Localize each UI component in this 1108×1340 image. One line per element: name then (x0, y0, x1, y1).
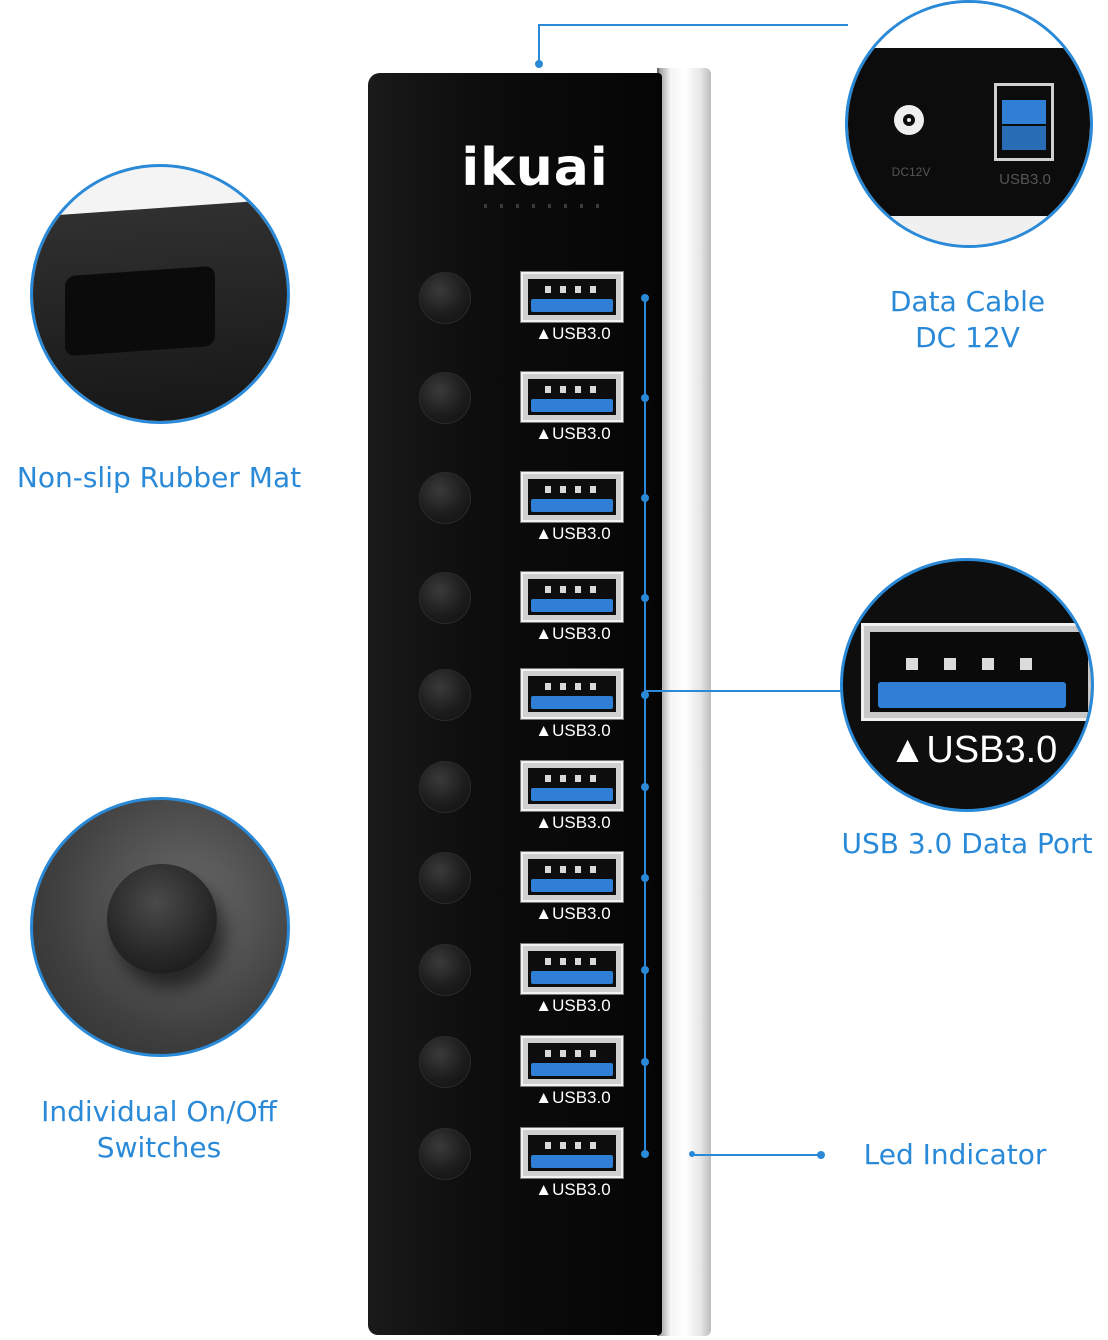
power-switch-7[interactable] (419, 852, 471, 904)
power-switch-1[interactable] (419, 272, 471, 324)
usb-b-port-icon (994, 83, 1054, 161)
indicator-dot-3 (641, 494, 649, 502)
usb-port-zoom-label: ▲USB3.0 (888, 729, 1058, 771)
port-indicator-line (644, 296, 646, 1156)
usb-port-connector (645, 690, 845, 692)
data-cable-connector-dot (535, 60, 543, 68)
usb-port-zoom: ▲USB3.0 (840, 558, 1094, 812)
indicator-dot-2 (641, 394, 649, 402)
usb-port-label-2: ▲USB3.0 (535, 424, 611, 443)
rubber-mat-zoom (30, 164, 290, 424)
usb-port-8[interactable] (521, 944, 623, 994)
usb-port-6[interactable] (521, 761, 623, 811)
usb-port-label-4: ▲USB3.0 (535, 624, 611, 643)
power-switch-4[interactable] (419, 572, 471, 624)
brand-logo: ikuai (461, 138, 609, 198)
rubber-mat-pad (65, 265, 215, 357)
usb-port-1[interactable] (521, 272, 623, 322)
data-cable-label: Data Cable (889, 285, 1046, 318)
power-switch-8[interactable] (419, 944, 471, 996)
brand-underline-dots (484, 204, 604, 208)
dc-12v-label: DC 12V (915, 321, 1020, 354)
usb-port-label-7: ▲USB3.0 (535, 904, 611, 923)
led-indicator-label: Led Indicator (863, 1138, 1047, 1171)
switches-label-line2: Switches (96, 1131, 222, 1164)
usb-port-label-1: ▲USB3.0 (535, 324, 611, 343)
led-connector (694, 1154, 822, 1156)
indicator-dot-4 (641, 594, 649, 602)
dc-jack-label: DC12V (891, 165, 931, 179)
indicator-dot-8 (641, 966, 649, 974)
switches-label-line1: Individual On/Off (41, 1095, 277, 1128)
indicator-dot-5 (641, 691, 649, 699)
indicator-dot-10 (641, 1150, 649, 1158)
indicator-dot-1 (641, 294, 649, 302)
usb-port-7[interactable] (521, 852, 623, 902)
switch-zoom (30, 797, 290, 1057)
hub-aluminum-side (657, 68, 711, 1336)
data-cable-connector-v (538, 24, 540, 64)
usb-b-port-label: USB3.0 (999, 171, 1051, 188)
back-panel-zoom: DC12V USB3.0 (845, 0, 1093, 248)
power-switch-6[interactable] (419, 761, 471, 813)
power-switch-9[interactable] (419, 1036, 471, 1088)
power-switch-10[interactable] (419, 1128, 471, 1180)
usb-port-label-6: ▲USB3.0 (535, 813, 611, 832)
usb-port-label-8: ▲USB3.0 (535, 996, 611, 1015)
usb-port-label-3: ▲USB3.0 (535, 524, 611, 543)
usb-port-3[interactable] (521, 472, 623, 522)
usb-port-label-5: ▲USB3.0 (535, 721, 611, 740)
switch-zoom-button (107, 864, 217, 974)
usb-port-label: USB 3.0 Data Port (841, 827, 1093, 860)
indicator-dot-7 (641, 874, 649, 882)
usb-port-zoom-housing (861, 623, 1091, 721)
power-switch-2[interactable] (419, 372, 471, 424)
power-switch-5[interactable] (419, 669, 471, 721)
usb-port-4[interactable] (521, 572, 623, 622)
indicator-dot-9 (641, 1058, 649, 1066)
usb-port-label-10: ▲USB3.0 (535, 1180, 611, 1199)
power-switch-3[interactable] (419, 472, 471, 524)
usb-port-5[interactable] (521, 669, 623, 719)
rubber-mat-label: Non-slip Rubber Mat (16, 461, 302, 494)
usb-port-9[interactable] (521, 1036, 623, 1086)
back-panel-surface (848, 48, 1090, 218)
usb-port-2[interactable] (521, 372, 623, 422)
indicator-dot-6 (641, 783, 649, 791)
usb-port-label-9: ▲USB3.0 (535, 1088, 611, 1107)
led-connector-dot-right (817, 1151, 825, 1159)
led-connector-dot-left (689, 1151, 695, 1157)
data-cable-connector-h (538, 24, 848, 26)
back-panel-top (848, 3, 1090, 48)
usb-port-10[interactable] (521, 1128, 623, 1178)
back-panel-edge (848, 216, 1090, 245)
dc-jack-icon (894, 105, 924, 135)
